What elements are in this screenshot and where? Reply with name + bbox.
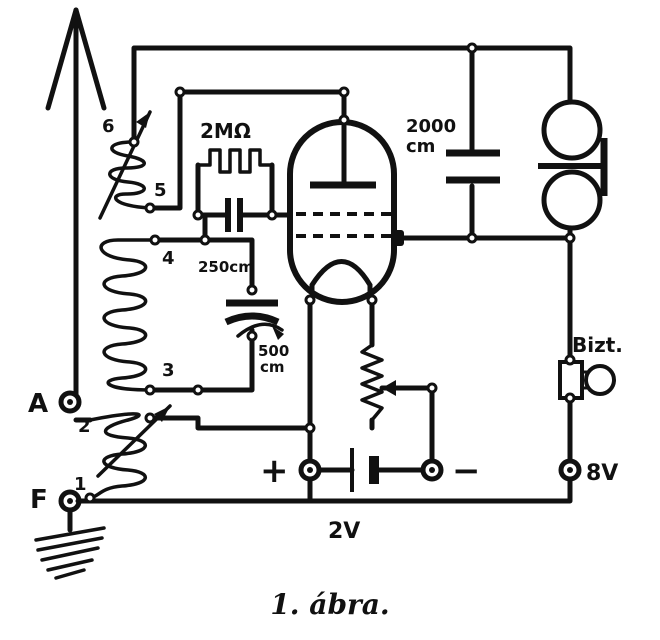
terminal-8v	[558, 458, 582, 482]
antenna	[45, 7, 107, 403]
ground-symbol	[34, 507, 106, 580]
label-minus: −	[452, 451, 481, 491]
label-terminal-f: F	[30, 485, 48, 515]
junction-points	[84, 42, 576, 504]
terminal-plus	[298, 458, 322, 482]
label-capacitor-2000-value: 2000	[406, 116, 456, 137]
tickler-coil	[98, 110, 152, 220]
label-tap-2: 2	[78, 416, 91, 437]
label-tap-1: 1	[74, 474, 87, 495]
label-capacitor-500-value: 500	[258, 342, 289, 360]
label-2v: 2V	[328, 519, 360, 544]
label-resistor-2m: 2MΩ	[200, 119, 251, 143]
label-plus: +	[260, 451, 289, 491]
label-tap-3: 3	[162, 360, 175, 381]
grid-leak-resistor	[196, 148, 274, 174]
label-8v: 8V	[586, 461, 618, 486]
label-tap-6: 6	[102, 116, 115, 137]
fuse-lamp	[558, 360, 616, 400]
main-coil	[99, 238, 157, 392]
grid-capacitor	[225, 198, 243, 232]
label-capacitor-250: 250cm	[198, 258, 254, 276]
figure-caption: 1. ábra.	[270, 588, 390, 621]
terminal-minus	[420, 458, 444, 482]
label-fuse: Bizt.	[572, 333, 623, 357]
label-tap-4: 4	[162, 248, 175, 269]
variable-capacitor	[224, 299, 284, 340]
vacuum-tube	[287, 118, 404, 305]
battery-2v	[350, 448, 379, 492]
headphones	[538, 99, 608, 231]
terminal-a	[58, 390, 82, 414]
label-terminal-a: A	[28, 389, 48, 419]
bypass-capacitor	[446, 149, 500, 184]
label-capacitor-500-unit: cm	[260, 358, 285, 376]
label-capacitor-2000-unit: cm	[406, 136, 435, 157]
label-tap-5: 5	[154, 180, 167, 201]
rheostat	[360, 343, 432, 422]
